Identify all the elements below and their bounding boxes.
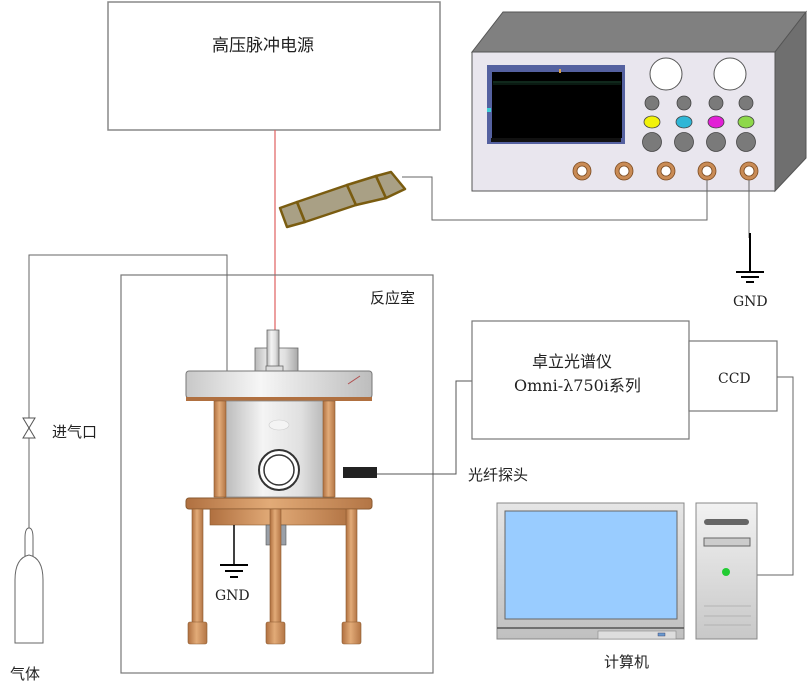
plasma-reactor bbox=[185, 329, 373, 645]
oscilloscope-knob[interactable] bbox=[649, 57, 683, 91]
oscilloscope-buttons bbox=[642, 95, 756, 152]
oscilloscope-connectors bbox=[572, 161, 759, 181]
gas-cylinder-icon bbox=[14, 527, 44, 644]
gnd-label-oscilloscope: GND bbox=[733, 294, 768, 310]
oscilloscope-button[interactable] bbox=[738, 95, 754, 111]
ccd-box bbox=[688, 340, 778, 412]
oscilloscope-button[interactable] bbox=[707, 115, 725, 129]
oscilloscope-button[interactable] bbox=[736, 132, 756, 152]
oscilloscope bbox=[470, 10, 807, 193]
computer-tower bbox=[695, 502, 758, 640]
oscilloscope-bnc-connector[interactable] bbox=[572, 161, 592, 181]
computer-label: 计算机 bbox=[604, 653, 650, 671]
gas-line bbox=[28, 254, 228, 528]
gnd-label-chamber: GND bbox=[215, 588, 250, 604]
oscilloscope-bnc-connector[interactable] bbox=[614, 161, 634, 181]
ccd-label: CCD bbox=[718, 371, 751, 387]
oscilloscope-screen bbox=[487, 65, 625, 144]
oscilloscope-button[interactable] bbox=[737, 115, 755, 129]
power-supply-label: 高压脉冲电源 bbox=[212, 36, 314, 56]
oscilloscope-button[interactable] bbox=[708, 95, 724, 111]
fiber-probe bbox=[343, 467, 377, 478]
hv-pulse-power-supply bbox=[107, 1, 441, 131]
power-led-icon bbox=[722, 568, 730, 576]
spectrometer-label: 卓立光谱仪 bbox=[532, 352, 613, 371]
oscilloscope-knob[interactable] bbox=[713, 57, 747, 91]
oscilloscope-button[interactable] bbox=[642, 132, 662, 152]
computer-monitor bbox=[496, 502, 685, 640]
fiber-probe-label: 光纤探头 bbox=[468, 466, 529, 484]
spectrometer-box bbox=[471, 320, 690, 440]
voltage-probe bbox=[278, 170, 407, 229]
oscilloscope-button[interactable] bbox=[675, 115, 693, 129]
probe-signal-wire bbox=[402, 176, 708, 221]
oscilloscope-button[interactable] bbox=[644, 95, 660, 111]
gas-label: 气体 bbox=[10, 665, 41, 683]
ccd-data-cable bbox=[757, 376, 794, 576]
oscilloscope-bnc-connector[interactable] bbox=[739, 161, 759, 181]
gas-inlet-label: 进气口 bbox=[52, 423, 98, 441]
gas-valve-icon[interactable] bbox=[22, 417, 36, 439]
oscilloscope-button[interactable] bbox=[643, 115, 661, 129]
oscilloscope-bnc-connector[interactable] bbox=[656, 161, 676, 181]
ground-symbol-oscilloscope bbox=[736, 233, 764, 283]
oscilloscope-button[interactable] bbox=[676, 95, 692, 111]
spectrometer-model-label: Omni-λ750i系列 bbox=[514, 376, 641, 395]
ground-symbol-chamber bbox=[220, 525, 248, 578]
oscilloscope-button[interactable] bbox=[706, 132, 726, 152]
chamber-label: 反应室 bbox=[370, 289, 416, 307]
optical-fiber bbox=[377, 380, 472, 475]
oscilloscope-button[interactable] bbox=[674, 132, 694, 152]
oscilloscope-bnc-connector[interactable] bbox=[697, 161, 717, 181]
